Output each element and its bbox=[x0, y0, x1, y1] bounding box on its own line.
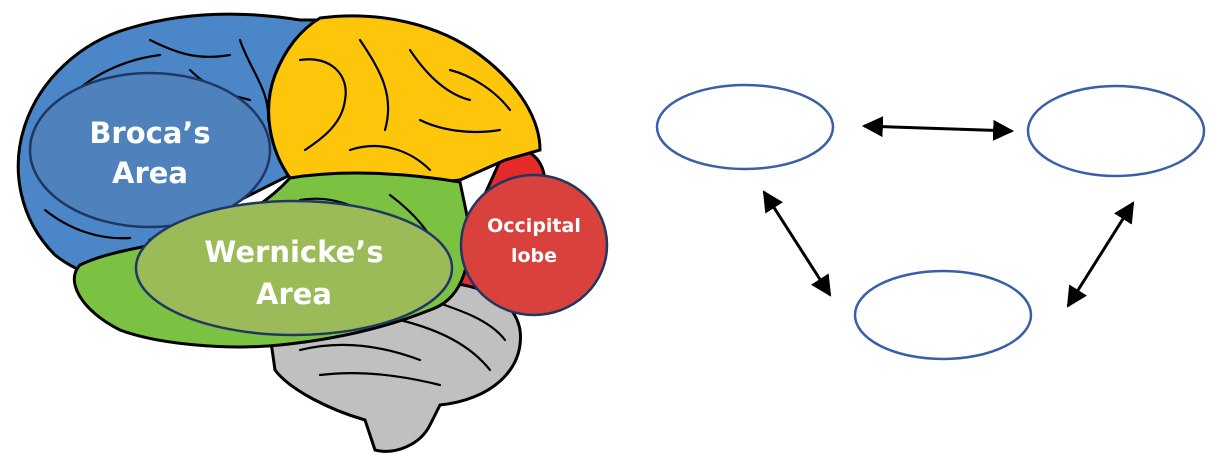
occipital-label-line1: Occipital bbox=[487, 215, 581, 237]
cycle-diagram bbox=[657, 85, 1204, 359]
wernicke-area: Wernicke’s Area bbox=[136, 201, 452, 335]
broca-label-line2: Area bbox=[112, 156, 188, 190]
node-bottom bbox=[855, 271, 1031, 359]
occipital-label-line2: lobe bbox=[511, 245, 557, 267]
node-top-right bbox=[1028, 86, 1204, 176]
occipital-lobe: Occipital lobe bbox=[461, 175, 607, 315]
node-top-left bbox=[657, 85, 833, 169]
arrow-top-left-to-bottom bbox=[764, 192, 830, 295]
arrow-top-left-to-top-right bbox=[864, 126, 1012, 131]
wernicke-label-line1: Wernicke’s bbox=[204, 235, 383, 269]
broca-label-line1: Broca’s bbox=[89, 116, 210, 150]
wernicke-label-line2: Area bbox=[256, 277, 332, 311]
arrow-bottom-to-top-right bbox=[1068, 203, 1133, 306]
broca-area: Broca’s Area bbox=[30, 73, 270, 227]
broca-ellipse bbox=[30, 73, 270, 227]
